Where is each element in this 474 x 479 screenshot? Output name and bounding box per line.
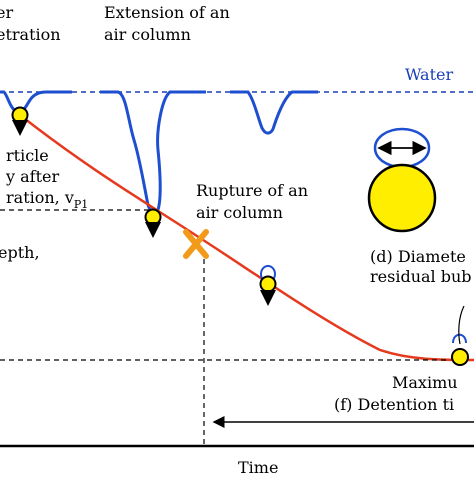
- label-diameter-line1: (d) Diamete: [370, 247, 466, 266]
- label-water: Water: [405, 65, 453, 84]
- particle-maximum-depth: [451, 348, 469, 366]
- label-rupture-line1: Rupture of an: [196, 181, 308, 200]
- label-particle-subscript: P1: [74, 198, 88, 211]
- label-maximum: Maximu: [392, 373, 458, 392]
- diameter-callout-leader: [458, 305, 465, 345]
- particle-trajectory-curve: [19, 114, 474, 362]
- particle-entry: [11, 106, 29, 124]
- label-extension-line2: air column: [104, 25, 191, 44]
- label-time-axis: Time: [238, 458, 278, 474]
- label-top-left-line2: etration: [0, 25, 61, 44]
- label-diameter-line2: residual bub: [370, 267, 472, 286]
- particle-with-bubble: [259, 275, 277, 293]
- label-particle-line1: rticle: [6, 146, 49, 165]
- x-cross-icon: [183, 229, 209, 259]
- collapsing-air-cavity: [230, 90, 318, 135]
- label-particle-line2: y after: [5, 167, 59, 186]
- label-rupture-line2: air column: [196, 203, 283, 222]
- particle-large-illustration: [367, 163, 437, 233]
- entry-air-cavity: [0, 90, 72, 114]
- particle-column-end: [144, 208, 162, 226]
- residual-bubble-max: [452, 333, 467, 344]
- label-detention-time: (f) Detention ti: [334, 395, 454, 414]
- label-depth: epth,: [0, 243, 40, 262]
- label-extension-line1: Extension of an: [104, 3, 230, 22]
- label-particle-line3-main: ration, v: [6, 188, 74, 207]
- label-particle-line3: ration, vP1: [6, 188, 88, 211]
- extended-air-column: [100, 90, 206, 214]
- label-top-left-line1: er: [0, 3, 13, 22]
